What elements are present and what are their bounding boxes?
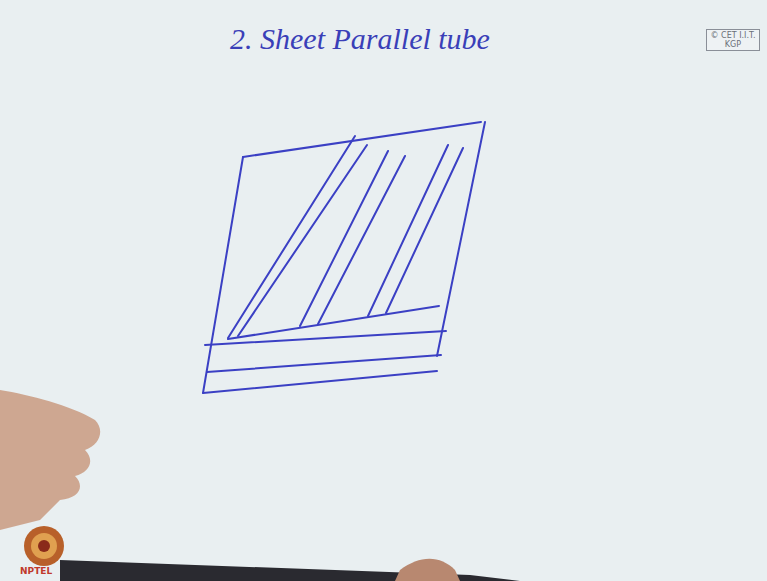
copyright-mark: © CET I.I.T. KGP [706,29,760,51]
title: 2. Sheet Parallel tube [230,22,490,56]
logo-text: NPTEL [20,566,52,576]
